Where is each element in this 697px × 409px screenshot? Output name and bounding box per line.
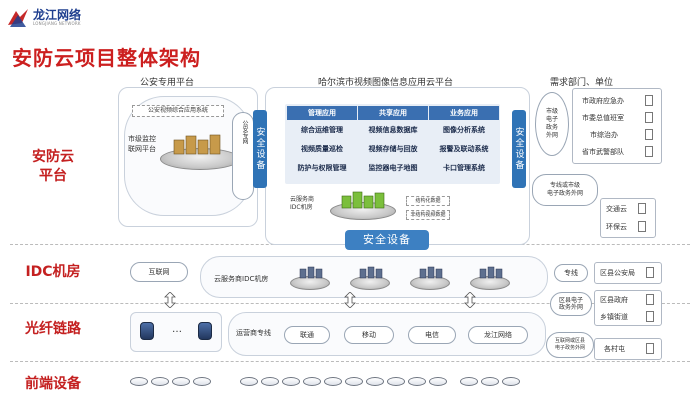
brand-subtitle: LONGJIANG NETWORK (33, 21, 81, 26)
center-panel-title: 哈尔滨市视频图像信息应用云平台 (318, 78, 454, 88)
dept-item: 市综治办 (590, 131, 618, 139)
computer-icon (645, 146, 653, 157)
brand-name: 龙江网络 (33, 8, 82, 22)
city-gov-net-bubble: 市级 电子 政务 外网 (535, 92, 569, 156)
up-down-arrow-icon (464, 292, 476, 308)
county-police-label: 区县公安局 (600, 269, 635, 277)
camera-icon (366, 377, 384, 386)
grid-cell: 报警及联动系统 (439, 145, 489, 153)
county-gov-net-bubble: 区县电子 政务外网 (550, 292, 592, 316)
computer-icon (645, 95, 653, 106)
divider (10, 361, 690, 362)
computer-icon (646, 311, 654, 322)
computer-icon (646, 267, 654, 278)
camera-icon (172, 377, 190, 386)
grid-cell: 监控器电子地图 (368, 164, 418, 172)
cloud-idc-label: 云服务商 IDC机房 (290, 196, 315, 211)
left-panel-title: 公安专用平台 (140, 78, 195, 88)
camera-icon (387, 377, 405, 386)
logo-mark-icon (8, 9, 28, 27)
computer-icon (646, 294, 654, 305)
router-icon (140, 322, 154, 340)
row-label-idc: IDC机房 (25, 264, 81, 280)
idc-server-row-icon (299, 266, 503, 279)
grid-cell: 综合运维管理 (301, 126, 343, 134)
internet-bubble: 互联网 (130, 262, 188, 282)
private-line-tag: 专线 (554, 264, 588, 282)
grid-header: 业务应用 (429, 106, 499, 120)
camera-icon (130, 377, 148, 386)
security-side-left: 安全设备 (253, 110, 267, 188)
computer-icon (645, 112, 653, 123)
police-system-tag: 公安视频综合应用系统 (132, 105, 224, 117)
carrier-unicom: 联通 (284, 326, 330, 344)
dept-item: 环保云 (606, 223, 627, 231)
up-down-arrow-icon (344, 292, 356, 308)
grid-cell: 卡口管理系统 (443, 164, 485, 172)
structured-data-tag: 结构化数据 (406, 196, 450, 206)
grid-cell: 视频存储与回放 (368, 145, 418, 153)
county-police-box (594, 262, 662, 284)
row-label-frontend: 前端设备 (25, 376, 81, 392)
camera-row (130, 370, 550, 394)
carrier-mobile: 移动 (344, 326, 394, 344)
camera-icon (240, 377, 258, 386)
camera-icon (193, 377, 211, 386)
grid-cell: 图像分析系统 (443, 126, 485, 134)
camera-icon (303, 377, 321, 386)
police-net-label: 公安专网 (241, 120, 248, 144)
dept-item: 省市武警部队 (582, 148, 624, 156)
right-panel-title: 需求部门、单位 (550, 78, 614, 88)
grid-cell: 视频信息数据库 (368, 126, 418, 134)
brand-logo: 龙江网络 LONGJIANG NETWORK (6, 4, 116, 32)
computer-icon (646, 343, 654, 354)
page-title: 安防云项目整体架构 (12, 46, 201, 70)
internet-county-bubble: 互联网或区县 电子政务外网 (546, 332, 594, 358)
camera-icon (460, 377, 478, 386)
camera-icon (324, 377, 342, 386)
up-down-arrow-icon (164, 292, 176, 308)
city-monitor-label: 市级监控 联网平台 (128, 135, 156, 153)
camera-icon (282, 377, 300, 386)
township-label: 乡镇街道 (600, 313, 628, 321)
village-box (594, 338, 662, 360)
idc-server-icon (341, 191, 385, 209)
ellipsis: … (172, 324, 182, 335)
server-cluster-icon (173, 134, 221, 155)
grid-header: 共享应用 (358, 106, 428, 120)
dept-item: 交通云 (606, 205, 627, 213)
security-side-right: 安全设备 (512, 110, 526, 188)
dept-box-mid (600, 198, 656, 238)
computer-icon (645, 129, 653, 140)
router-icon (198, 322, 212, 340)
computer-icon (638, 221, 646, 232)
computer-icon (638, 203, 646, 214)
unstructured-data-tag: 非结构视频数据 (406, 210, 450, 220)
dept-item: 市委总值班室 (582, 114, 624, 122)
grid-cell: 防护与权限管理 (297, 164, 347, 172)
carrier-telecom: 电信 (408, 326, 456, 344)
carrier-line-label: 运营商专线 (236, 329, 271, 337)
camera-icon (151, 377, 169, 386)
idc-row-label: 云服务商IDC机房 (214, 275, 269, 283)
camera-icon (429, 377, 447, 386)
carrier-longjiang: 龙江网络 (468, 326, 528, 344)
dept-item: 市政府应急办 (582, 97, 624, 105)
grid-header: 管理应用 (287, 106, 357, 120)
security-device-main: 安全设备 (345, 230, 429, 250)
row-label-platform: 安防云 平台 (32, 149, 74, 184)
county-gov-label: 区县政府 (600, 296, 628, 304)
camera-icon (408, 377, 426, 386)
village-label: 各村屯 (604, 345, 625, 353)
camera-icon (345, 377, 363, 386)
grid-cell: 视频质量巡检 (301, 145, 343, 153)
private-line-bubble: 专线或市级 电子政务外网 (532, 174, 598, 206)
camera-icon (502, 377, 520, 386)
camera-icon (481, 377, 499, 386)
row-label-fiber: 光纤链路 (25, 321, 81, 337)
camera-icon (261, 377, 279, 386)
